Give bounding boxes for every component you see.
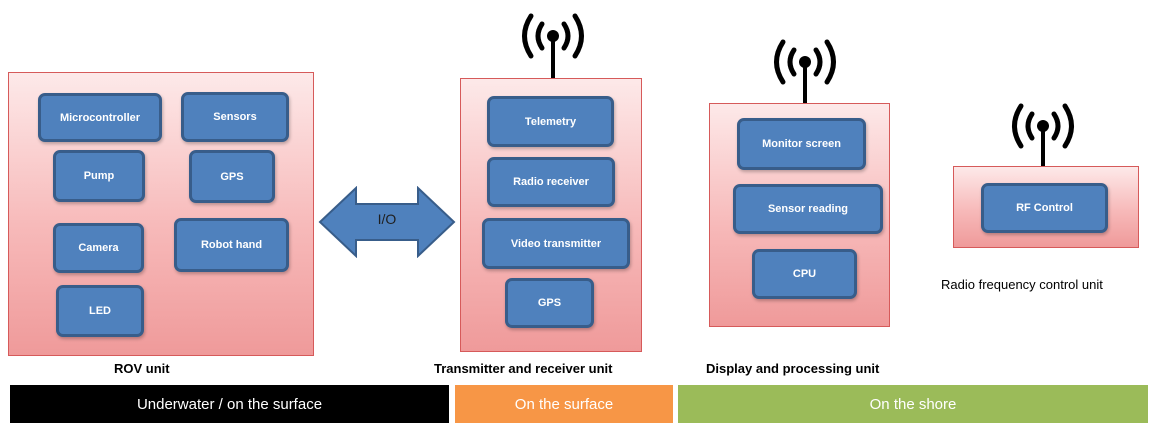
antenna-icon	[774, 39, 836, 104]
display-unit-caption: Display and processing unit	[706, 361, 880, 376]
rov-module-pump: Pump	[53, 150, 145, 202]
transceiver-module-video-transmitter: Video transmitter	[482, 218, 630, 269]
zone-shore: On the shore	[678, 385, 1148, 423]
transceiver-module-radio-receiver: Radio receiver	[487, 157, 615, 207]
rov-module-led: LED	[56, 285, 144, 337]
zone-underwater: Underwater / on the surface	[10, 385, 449, 423]
display-module-monitor-screen: Monitor screen	[737, 118, 866, 170]
rov-unit-caption: ROV unit	[114, 361, 170, 376]
rov-module-microcontroller: Microcontroller	[38, 93, 162, 142]
io-double-arrow	[318, 186, 456, 258]
display-module-sensor-reading: Sensor reading	[733, 184, 883, 234]
zone-surface: On the surface	[455, 385, 673, 423]
rov-module-sensors: Sensors	[181, 92, 289, 142]
rov-module-gps: GPS	[189, 150, 275, 203]
rf-unit-caption: Radio frequency control unit	[941, 277, 1103, 292]
rf-module-rf-control: RF Control	[981, 183, 1108, 233]
rov-module-robot-hand: Robot hand	[174, 218, 289, 272]
rov-module-camera: Camera	[53, 223, 144, 273]
display-module-cpu: CPU	[752, 249, 857, 299]
antenna-icon	[522, 13, 584, 78]
transceiver-unit-caption: Transmitter and receiver unit	[434, 361, 613, 376]
transceiver-module-gps: GPS	[505, 278, 594, 328]
transceiver-module-telemetry: Telemetry	[487, 96, 614, 147]
antenna-icon	[1012, 103, 1074, 168]
io-label: I/O	[377, 211, 397, 227]
